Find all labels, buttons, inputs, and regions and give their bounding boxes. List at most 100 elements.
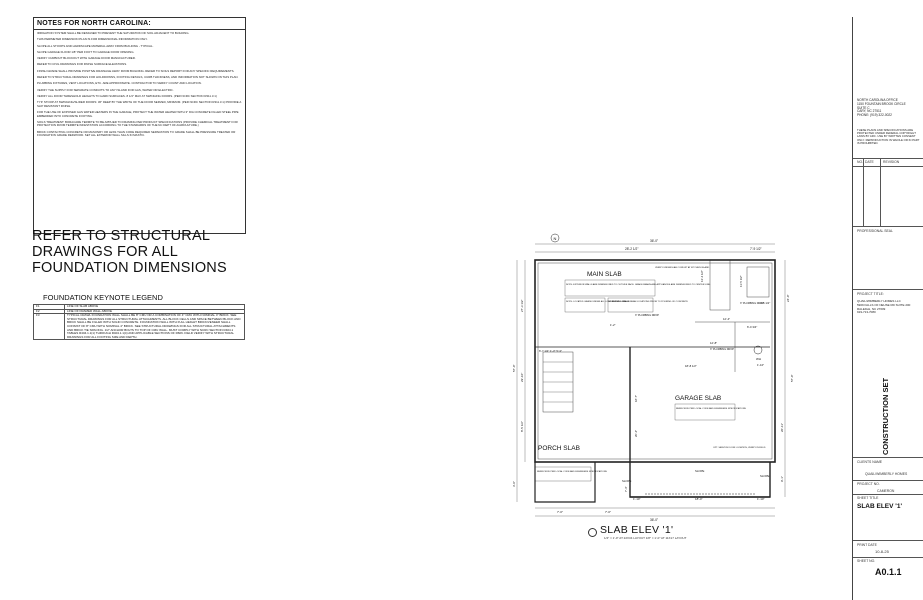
note-item: FINISH GRADE SHALL PROVIDE POSITIVE DRAI… <box>37 68 235 73</box>
plumbing-drop: 3" PLUMBING DROP <box>710 348 734 351</box>
dim-left-1: 27'-3 1/2" <box>520 299 524 312</box>
dim-mid-6: 6'-0 3/4" <box>747 325 757 329</box>
office-line: 1150 FOUNTAIN BROOK CIRCLE <box>857 101 906 106</box>
note-item: SLOPE ALL STOOPS AND HARDSCAPE MATERIAL … <box>37 43 154 48</box>
dim-mid-5: 4'-6 1/2" <box>760 301 770 305</box>
dim-left-4: 8'-5 1/2" <box>520 421 524 432</box>
office-line: NORTH CAROLINA OFFICE <box>857 98 898 102</box>
seal-label: PROFESSIONAL SEAL <box>857 229 893 233</box>
dim-mid-3: 12'-4" <box>723 317 730 321</box>
note-item: IRRIGATION SYSTEM SHALL BE DESIGNED TO P… <box>37 31 190 35</box>
sheet-no: A0.1.1 <box>875 567 902 577</box>
porch-slab-label: PORCH SLAB <box>538 445 580 452</box>
project-title-line: 919-713-7080 <box>857 310 876 315</box>
notes-box: NOTES FOR NORTH CAROLINA: IRRIGATION SYS… <box>33 17 246 234</box>
verify-note: VERIFY ALL GRADE BEAM LOCATIONS PRIOR TO… <box>609 300 688 303</box>
dim-mid-4: 12'-8" <box>710 341 717 345</box>
dim-top-right: 7'-9 1/2" <box>750 247 762 251</box>
water-heater-label: WH <box>756 357 761 361</box>
main-slab-label: MAIN SLAB <box>587 271 622 278</box>
dim-mid-11: 11'-5 1/2" <box>739 275 743 287</box>
legend-text: TYPICAL CRAWL FOUNDATION WALL SHALL BE 8… <box>64 313 245 341</box>
note-item: FOR THE USE OF EXPOSED GAS WATER HEATERS… <box>37 110 239 118</box>
garage-outline <box>629 347 771 498</box>
north-mark: N <box>554 236 557 241</box>
note-item: THIS PERIMETER DIMENSION PLAN IS FOR DIM… <box>37 37 148 42</box>
plan-scale: 1/4" = 1'-0" AT 22X34 LAYOUT 1/8" = 1'-0… <box>604 536 687 540</box>
project-title-line: QUAIL/WIMBERLY HOMES LLC <box>857 299 901 303</box>
plumbing-drop: 3" PLUMBING DROP <box>740 302 764 305</box>
garage-note: REINFORCE PER LOCAL CODE AND ENGINEERS S… <box>676 407 746 410</box>
project-title-line: 5909 FALLS OF NEUSE RD SUITE 200 <box>857 302 911 307</box>
plan-title: SLAB ELEV '1' <box>600 524 674 536</box>
dim-mid-10: 13'-4 1/2" <box>700 270 704 282</box>
conduit-note: VERIFY UNDERSLAB CONDUIT AT KITCHEN ISLA… <box>655 266 710 269</box>
structural-note-line: DRAWINGS FOR ALL <box>32 244 179 260</box>
construction-set-label: CONSTRUCTION SET <box>881 377 890 455</box>
office-line: CARY, NC 27511 <box>857 109 882 114</box>
print-date-label: PRINT DATE <box>857 543 877 547</box>
project-title: QUAIL/WIMBERLY HOMES LLC 5909 FALLS OF N… <box>857 299 911 315</box>
dim-mid-2: 18'-8 1/2" <box>685 364 697 368</box>
notes-title: NOTES FOR NORTH CAROLINA: <box>34 18 245 30</box>
plumbing-drop: 3" PLUMBING DROP <box>635 314 659 317</box>
dim-left-3: 57'-0" <box>512 364 516 372</box>
grade-note: NOTE: LOCATED GRADE UNDER ALL LOAD BEARI… <box>566 300 630 303</box>
service-note: OPT. SERVICE DOOR LOCATION, VERIFY IN FI… <box>713 446 766 449</box>
note-item: TYP. STOOP AT SWINGING/SLIDER DOORS: 36"… <box>37 100 242 108</box>
slope-label: SLOPE <box>695 469 704 473</box>
structural-note-line: REFER TO STRUCTURAL <box>32 228 211 244</box>
porch-outline <box>534 462 596 503</box>
construction-set-stamp: CONSTRUCTION SET <box>879 350 893 460</box>
dim-bottom-a: 7'-0" <box>557 510 563 514</box>
dim-left-2: 29'-10" <box>520 373 524 382</box>
dim-top-overall: 36'-0" <box>650 239 658 243</box>
wall-inner <box>537 262 773 460</box>
structural-note: REFER TO STRUCTURAL DRAWINGS FOR ALL FOU… <box>32 228 252 276</box>
clients-name-label: CLIENTS NAME <box>857 460 883 464</box>
dim-right-3: 57'-0" <box>790 374 794 382</box>
office-address: NORTH CAROLINA OFFICE 1150 FOUNTAIN BROO… <box>857 98 906 118</box>
dim-left-5: 3'-0" <box>512 481 516 487</box>
dim-bottom-overall: 36'-0" <box>650 518 658 522</box>
sheet-title-label: SHEET TITLE <box>857 496 879 500</box>
note-item: VERIFY THE SUPPLY FOR SEPARATE CONDUITS … <box>37 87 174 92</box>
project-title-line: RALEIGH, NC 27609 <box>857 306 886 311</box>
main-note: NOTE: EXTERIOR WALLS ARE DIMENSIONED TO … <box>566 283 711 286</box>
note-item: REFER TO STRUCTURAL DRAWINGS FOR HOLDDOW… <box>37 75 239 80</box>
garage-slab-label: GARAGE SLAB <box>675 395 721 402</box>
dim-bottom-d: 18'-4" <box>695 497 703 501</box>
dim-mid-13: 7'-4" <box>624 486 628 492</box>
project-no-label: PROJECT NO. <box>857 482 880 486</box>
sheet-no-label: SHEET NO. <box>857 559 876 563</box>
porch-note: REINFORCE PER LOCAL CODE AND ENGINEERS S… <box>537 470 607 473</box>
sheet-title: SLAB ELEV '1' <box>857 503 902 510</box>
copyright-note: THESE PLANS AND SPECIFICATIONS ARE PROTE… <box>857 128 920 145</box>
note-item: VERIFY CURBOUT BLOCKOUT WITH GARAGE DOOR… <box>37 56 136 61</box>
note-item: SLOPE GARAGE FLOOR 1/8" PER FOOT TO GARA… <box>37 49 135 54</box>
dim-bottom-e: 1'-10" <box>757 497 765 501</box>
note-item: REFER TO CIVIL DRAWINGS FOR FINISH SURFA… <box>37 62 127 67</box>
slope-label: SLOPE <box>760 474 769 478</box>
structural-note-line: FOUNDATION DIMENSIONS <box>32 260 227 276</box>
project-title-label: PROJECT TITLE: <box>857 292 884 296</box>
legend-title: FOUNDATION KEYNOTE LEGEND <box>43 293 163 302</box>
dim-top-left: 28'-2 1/2" <box>625 247 638 251</box>
office-line: SUITE C <box>857 105 870 110</box>
dim-bottom-b: 7'-0" <box>605 510 611 514</box>
project-no: CAMERON <box>877 489 895 493</box>
slope-label: SLOPE <box>622 479 631 483</box>
rev-no-label: NO. <box>857 160 864 164</box>
clients-name: QUAIL/WIMBERLY HOMES <box>865 472 908 476</box>
slab-floor-plan: MAIN SLAB GARAGE SLAB PORCH SLAB NOTE: E… <box>512 233 794 522</box>
office-line: PHONE: (919) 322-0022 <box>857 113 892 118</box>
dim-mid-8: 20'-4" <box>634 430 638 437</box>
title-block: NORTH CAROLINA OFFICE 1150 FOUNTAIN BROO… <box>852 17 923 600</box>
dim-right-2: 20'-11" <box>780 423 784 432</box>
dim-mid-1: 6'-7 1/2" 1'-3" 5'-3" <box>539 349 562 353</box>
notes-list: IRRIGATION SYSTEM SHALL BE DESIGNED TO P… <box>34 30 245 142</box>
revision-label: REVISION <box>883 160 900 164</box>
